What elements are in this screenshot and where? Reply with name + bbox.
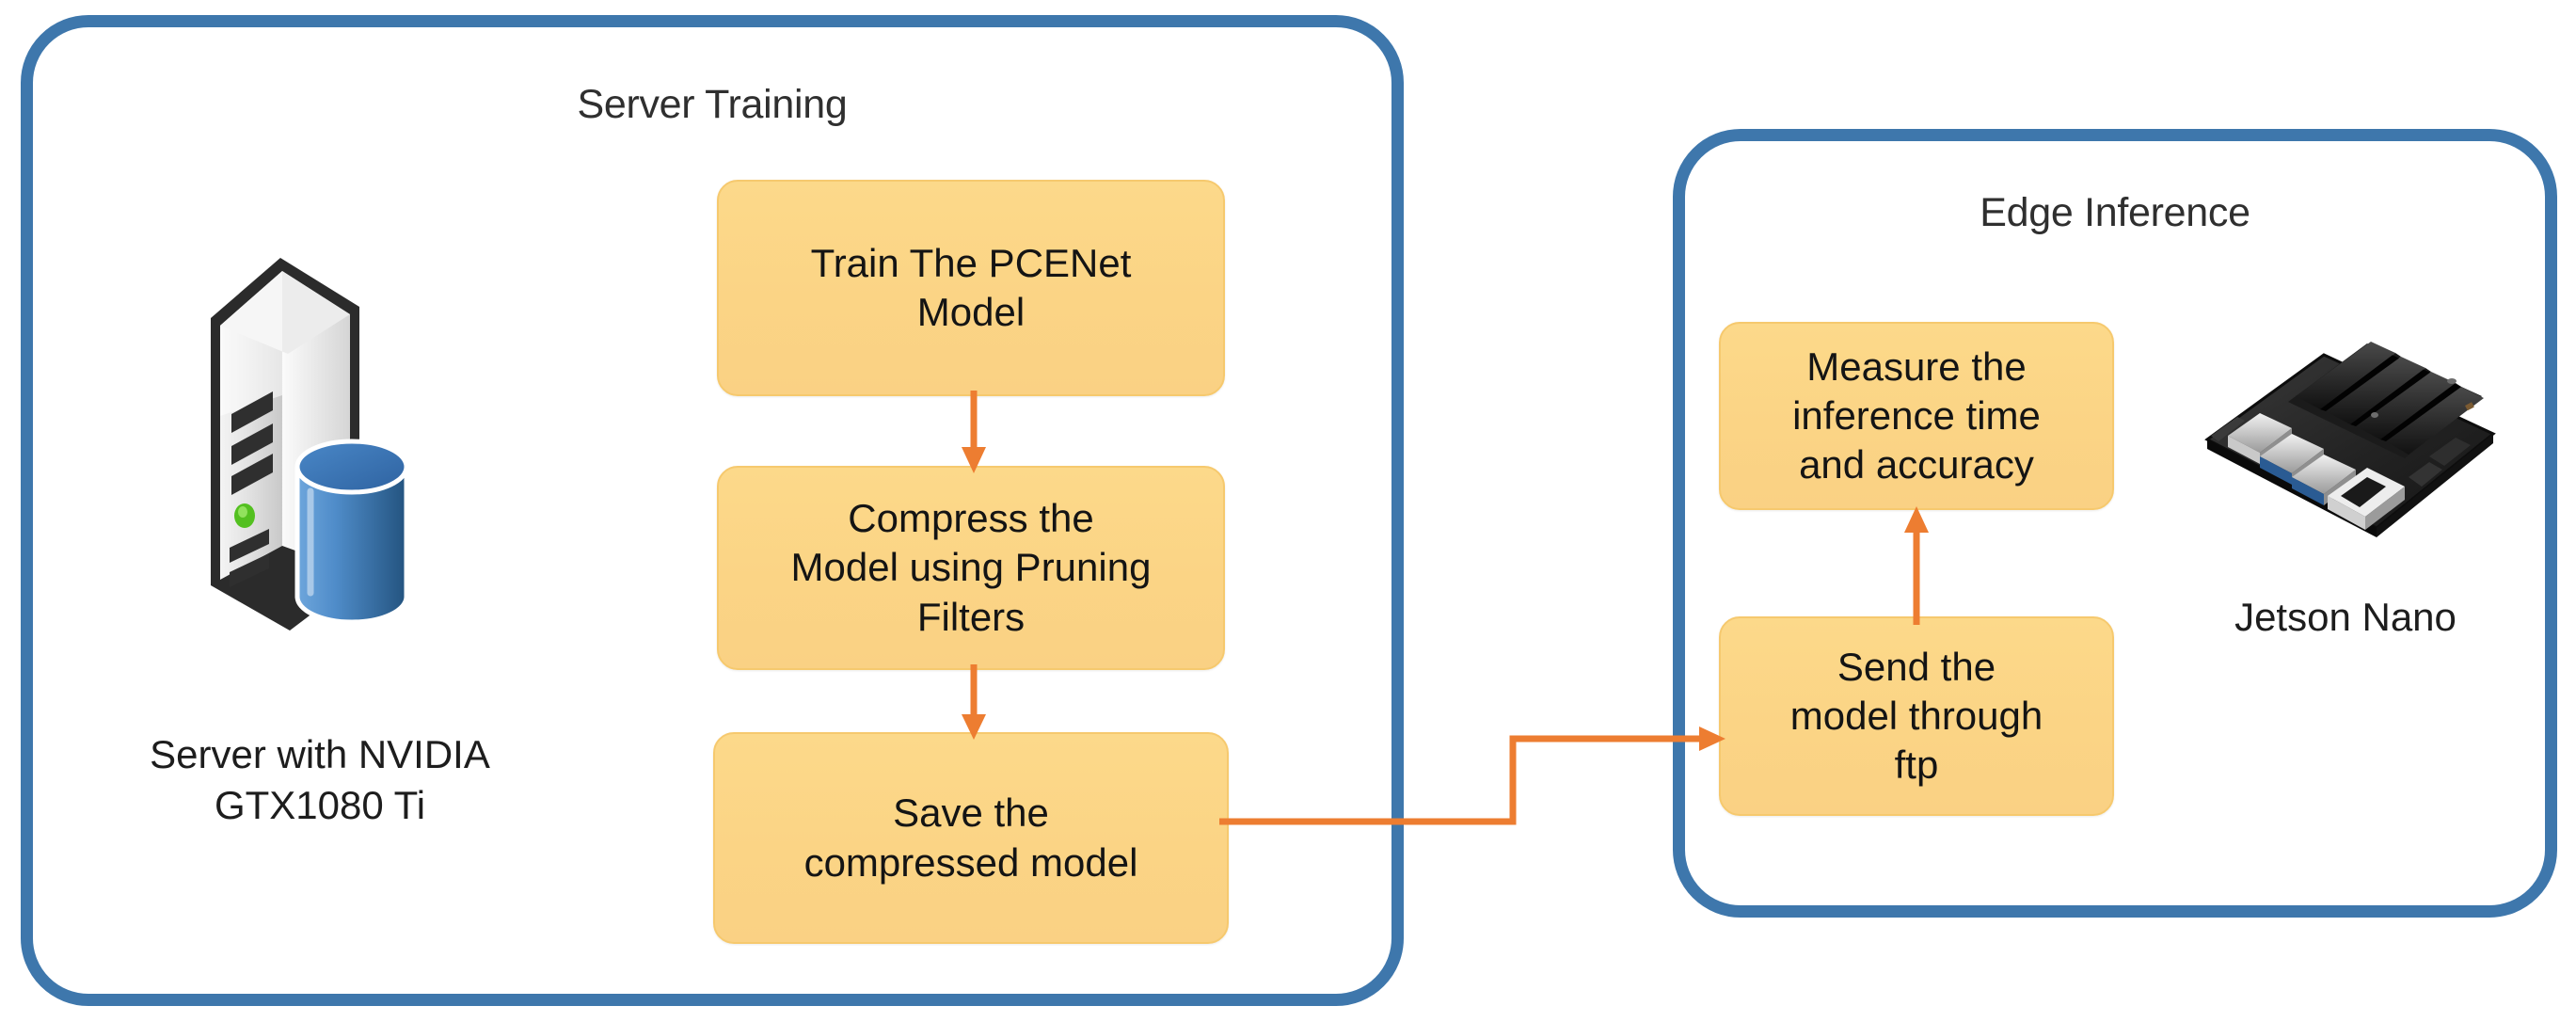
process-box-save-model-line2: compressed model (803, 839, 1138, 885)
server-tower-with-database-icon (211, 258, 409, 631)
process-box-send-model[interactable]: Send the model through ftp (1719, 616, 2114, 816)
process-box-compress-model[interactable]: Compress the Model using Pruning Filters (717, 466, 1225, 670)
process-box-save-model[interactable]: Save the compressed model (713, 732, 1229, 944)
panel-server-training-title: Server Training (577, 82, 848, 127)
process-box-send-model-line2: model through (1789, 693, 2043, 738)
process-box-send-model-line3: ftp (1894, 743, 1939, 788)
process-box-measure-inference[interactable]: Measure the inference time and accuracy (1719, 322, 2114, 510)
server-device-caption: Server with NVIDIA GTX1080 Ti (56, 729, 583, 831)
server-device-caption-line1: Server with NVIDIA (150, 732, 490, 776)
panel-edge-inference: Edge Inference (1673, 129, 2557, 918)
process-box-compress-model-line1: Compress the (848, 496, 1094, 541)
process-box-train-model[interactable]: Train The PCENet Model (717, 180, 1225, 396)
process-box-compress-model-line2: Model using Pruning (790, 545, 1152, 590)
process-box-compress-model-line3: Filters (916, 594, 1026, 639)
process-box-save-model-line1: Save the (893, 790, 1049, 836)
process-box-measure-inference-line3: and accuracy (1799, 442, 2034, 487)
server-device-caption-line2: GTX1080 Ti (214, 782, 426, 827)
process-box-send-model-line1: Send the (1837, 644, 1996, 689)
process-box-train-model-line1: Train The PCENet (810, 240, 1132, 285)
process-box-measure-inference-line1: Measure the (1806, 343, 2027, 389)
jetson-device-caption: Jetson Nano (2234, 595, 2457, 639)
process-box-train-model-line2: Model (916, 290, 1026, 334)
jetson-nano-board-icon (2204, 342, 2496, 537)
process-box-measure-inference-line2: inference time (1792, 392, 2041, 438)
panel-edge-inference-title: Edge Inference (1980, 190, 2250, 235)
